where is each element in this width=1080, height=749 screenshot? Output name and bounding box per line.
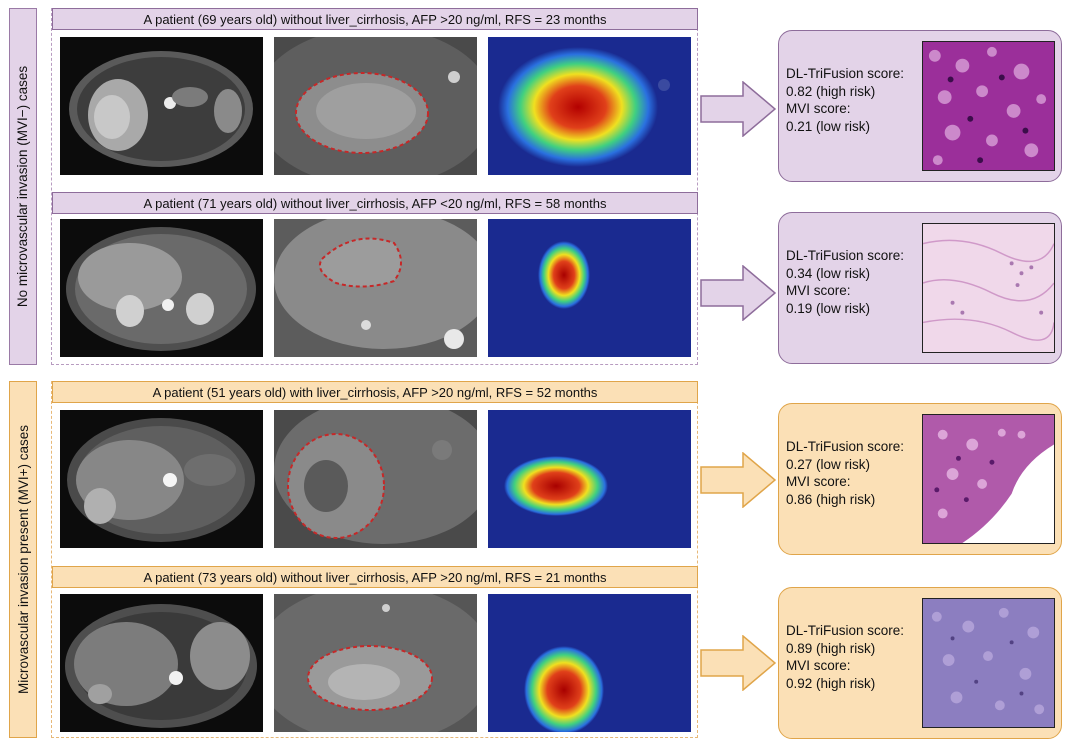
tumor-roi-image xyxy=(274,410,477,548)
case-title: A patient (71 years old) without liver_c… xyxy=(52,192,698,214)
arrow-icon xyxy=(700,265,776,321)
dl-trifusion-score-label: DL-TriFusion score: xyxy=(786,439,905,454)
mri-image xyxy=(60,37,263,175)
tumor-roi-image xyxy=(274,594,477,732)
result-text: DL-TriFusion score: 0.82 (high risk) MVI… xyxy=(786,65,904,135)
result-text: DL-TriFusion score: 0.27 (low risk) MVI … xyxy=(786,438,904,508)
group-label-text: No microvascular invasion (MVI−) cases xyxy=(15,65,31,308)
result-text: DL-TriFusion score: 0.89 (high risk) MVI… xyxy=(786,622,904,692)
arrow-icon xyxy=(700,81,776,137)
mvi-score-value: 0.86 (high risk) xyxy=(786,491,876,507)
group-label-text: Microvascular invasion present (MVI+) ca… xyxy=(15,425,31,694)
heatmap-image xyxy=(488,37,691,175)
dl-trifusion-score-value: 0.34 (low risk) xyxy=(786,265,871,281)
arrow-icon xyxy=(700,635,776,691)
histology-image xyxy=(922,223,1055,353)
tumor-roi-image xyxy=(274,219,477,357)
mvi-score-value: 0.21 (low risk) xyxy=(786,118,871,134)
case-title: A patient (73 years old) without liver_c… xyxy=(52,566,698,588)
arrow-icon xyxy=(700,452,776,508)
mvi-score-value: 0.19 (low risk) xyxy=(786,300,871,316)
mri-image xyxy=(60,410,263,548)
mvi-score-label: MVI score: xyxy=(786,101,851,116)
dl-trifusion-score-label: DL-TriFusion score: xyxy=(786,248,905,263)
dl-trifusion-score-value: 0.82 (high risk) xyxy=(786,83,876,99)
result-box: DL-TriFusion score: 0.89 (high risk) MVI… xyxy=(778,587,1062,739)
mvi-score-value: 0.92 (high risk) xyxy=(786,675,876,691)
heatmap-image xyxy=(488,219,691,357)
case-title: A patient (51 years old) with liver_cirr… xyxy=(52,381,698,403)
mvi-score-label: MVI score: xyxy=(786,283,851,298)
mri-image xyxy=(60,594,263,732)
mvi-score-label: MVI score: xyxy=(786,474,851,489)
group-label-mvi-negative: No microvascular invasion (MVI−) cases xyxy=(9,8,37,365)
dl-trifusion-score-label: DL-TriFusion score: xyxy=(786,623,905,638)
result-box: DL-TriFusion score: 0.82 (high risk) MVI… xyxy=(778,30,1062,182)
result-text: DL-TriFusion score: 0.34 (low risk) MVI … xyxy=(786,247,904,317)
dl-trifusion-score-label: DL-TriFusion score: xyxy=(786,66,905,81)
histology-image xyxy=(922,414,1055,544)
histology-image xyxy=(922,598,1055,728)
group-label-mvi-positive: Microvascular invasion present (MVI+) ca… xyxy=(9,381,37,738)
heatmap-image xyxy=(488,594,691,732)
dl-trifusion-score-value: 0.89 (high risk) xyxy=(786,640,876,656)
dl-trifusion-score-value: 0.27 (low risk) xyxy=(786,456,871,472)
heatmap-image xyxy=(488,410,691,548)
result-box: DL-TriFusion score: 0.34 (low risk) MVI … xyxy=(778,212,1062,364)
tumor-roi-image xyxy=(274,37,477,175)
case-title: A patient (69 years old) without liver_c… xyxy=(52,8,698,30)
mri-image xyxy=(60,219,263,357)
result-box: DL-TriFusion score: 0.27 (low risk) MVI … xyxy=(778,403,1062,555)
histology-image xyxy=(922,41,1055,171)
mvi-score-label: MVI score: xyxy=(786,658,851,673)
